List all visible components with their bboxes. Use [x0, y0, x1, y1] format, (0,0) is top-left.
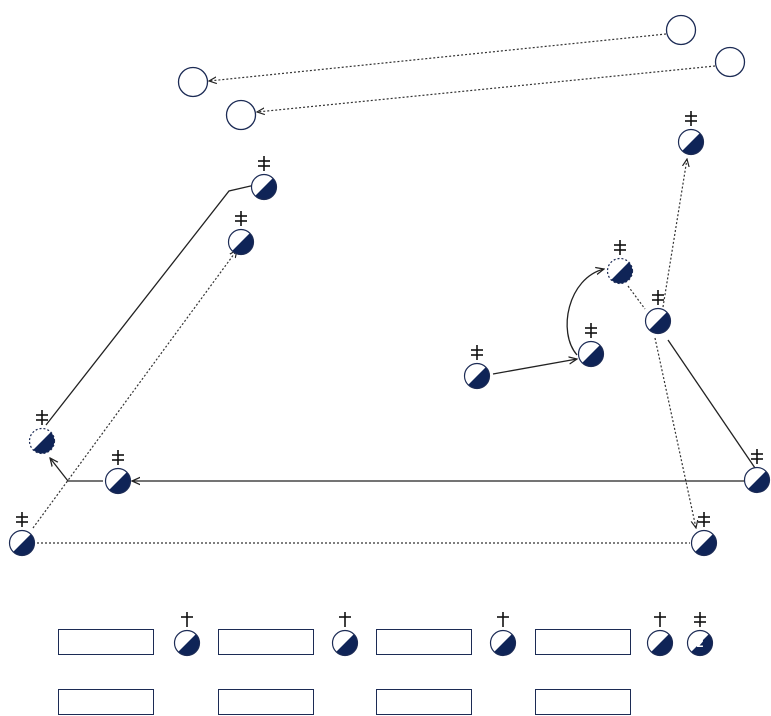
- node-cross-icon: [497, 612, 509, 627]
- legend-input-7[interactable]: [376, 689, 472, 715]
- node-cross-icon: [36, 410, 48, 425]
- node-cross-icon: [471, 345, 483, 360]
- node-cross-icon: [339, 612, 351, 627]
- diagram-node-8[interactable]: [606, 240, 634, 285]
- node-cross-icon: [181, 612, 193, 627]
- node-cross-icon: [258, 156, 270, 171]
- dotted-link-down: [654, 337, 696, 528]
- diagram-node-2[interactable]: [227, 211, 255, 256]
- connector-group: [32, 159, 756, 544]
- empty-node-a[interactable]: [665, 14, 697, 46]
- node-marker-letter: z: [697, 636, 704, 650]
- solid-link-right: [667, 339, 756, 469]
- node-cross-icon: [112, 450, 124, 465]
- node-cross-icon: [694, 612, 706, 627]
- dotted-link-left-up: [32, 250, 237, 529]
- legend-input-8[interactable]: [535, 689, 631, 715]
- dotted-link-a-b: [209, 33, 667, 81]
- legend-input-4[interactable]: [535, 629, 631, 655]
- node-cross-icon: [652, 290, 664, 305]
- diagram-node-9[interactable]: [644, 290, 672, 335]
- diagram-node-5[interactable]: [8, 512, 36, 557]
- node-group: [8, 111, 771, 557]
- diagram-node-6[interactable]: [463, 345, 491, 390]
- empty-node-group: [177, 14, 746, 131]
- node-cross-icon: [751, 449, 763, 464]
- node-cross-icon: [235, 211, 247, 226]
- dotted-link-short: [627, 285, 646, 310]
- solid-arc: [566, 269, 604, 356]
- diagram-node-11[interactable]: [743, 449, 771, 494]
- legend-symbol-4[interactable]: [646, 612, 674, 657]
- node-cross-icon: [614, 240, 626, 255]
- legend-input-6[interactable]: [218, 689, 314, 715]
- legend-symbol-group: z: [173, 612, 714, 657]
- node-cross-icon: [698, 512, 710, 527]
- solid-link-hook: [50, 458, 103, 482]
- diagram-node-7[interactable]: [577, 323, 605, 368]
- legend-input-5[interactable]: [58, 689, 154, 715]
- diagram-node-10[interactable]: [677, 111, 705, 156]
- legend-symbol-3[interactable]: [489, 612, 517, 657]
- dotted-link-c-d: [257, 65, 716, 112]
- empty-node-b[interactable]: [177, 66, 209, 98]
- legend-symbol-1[interactable]: [173, 612, 201, 657]
- legend-input-2[interactable]: [218, 629, 314, 655]
- legend-symbol-2[interactable]: [331, 612, 359, 657]
- dotted-link-up-right: [662, 159, 687, 308]
- solid-link-center: [492, 359, 577, 375]
- legend-symbol-5[interactable]: z: [686, 612, 714, 657]
- diagram-node-1[interactable]: [250, 156, 278, 201]
- diagram-node-12[interactable]: [690, 512, 718, 557]
- empty-node-c[interactable]: [714, 46, 746, 78]
- empty-node-d[interactable]: [225, 99, 257, 131]
- node-cross-icon: [16, 512, 28, 527]
- legend-input-3[interactable]: [376, 629, 472, 655]
- solid-link-left-up: [45, 184, 256, 426]
- diagram-node-4[interactable]: [104, 450, 132, 495]
- node-cross-icon: [685, 111, 697, 126]
- node-cross-icon: [654, 612, 666, 627]
- legend-input-1[interactable]: [58, 629, 154, 655]
- diagram-node-3[interactable]: [28, 410, 56, 455]
- node-cross-icon: [585, 323, 597, 338]
